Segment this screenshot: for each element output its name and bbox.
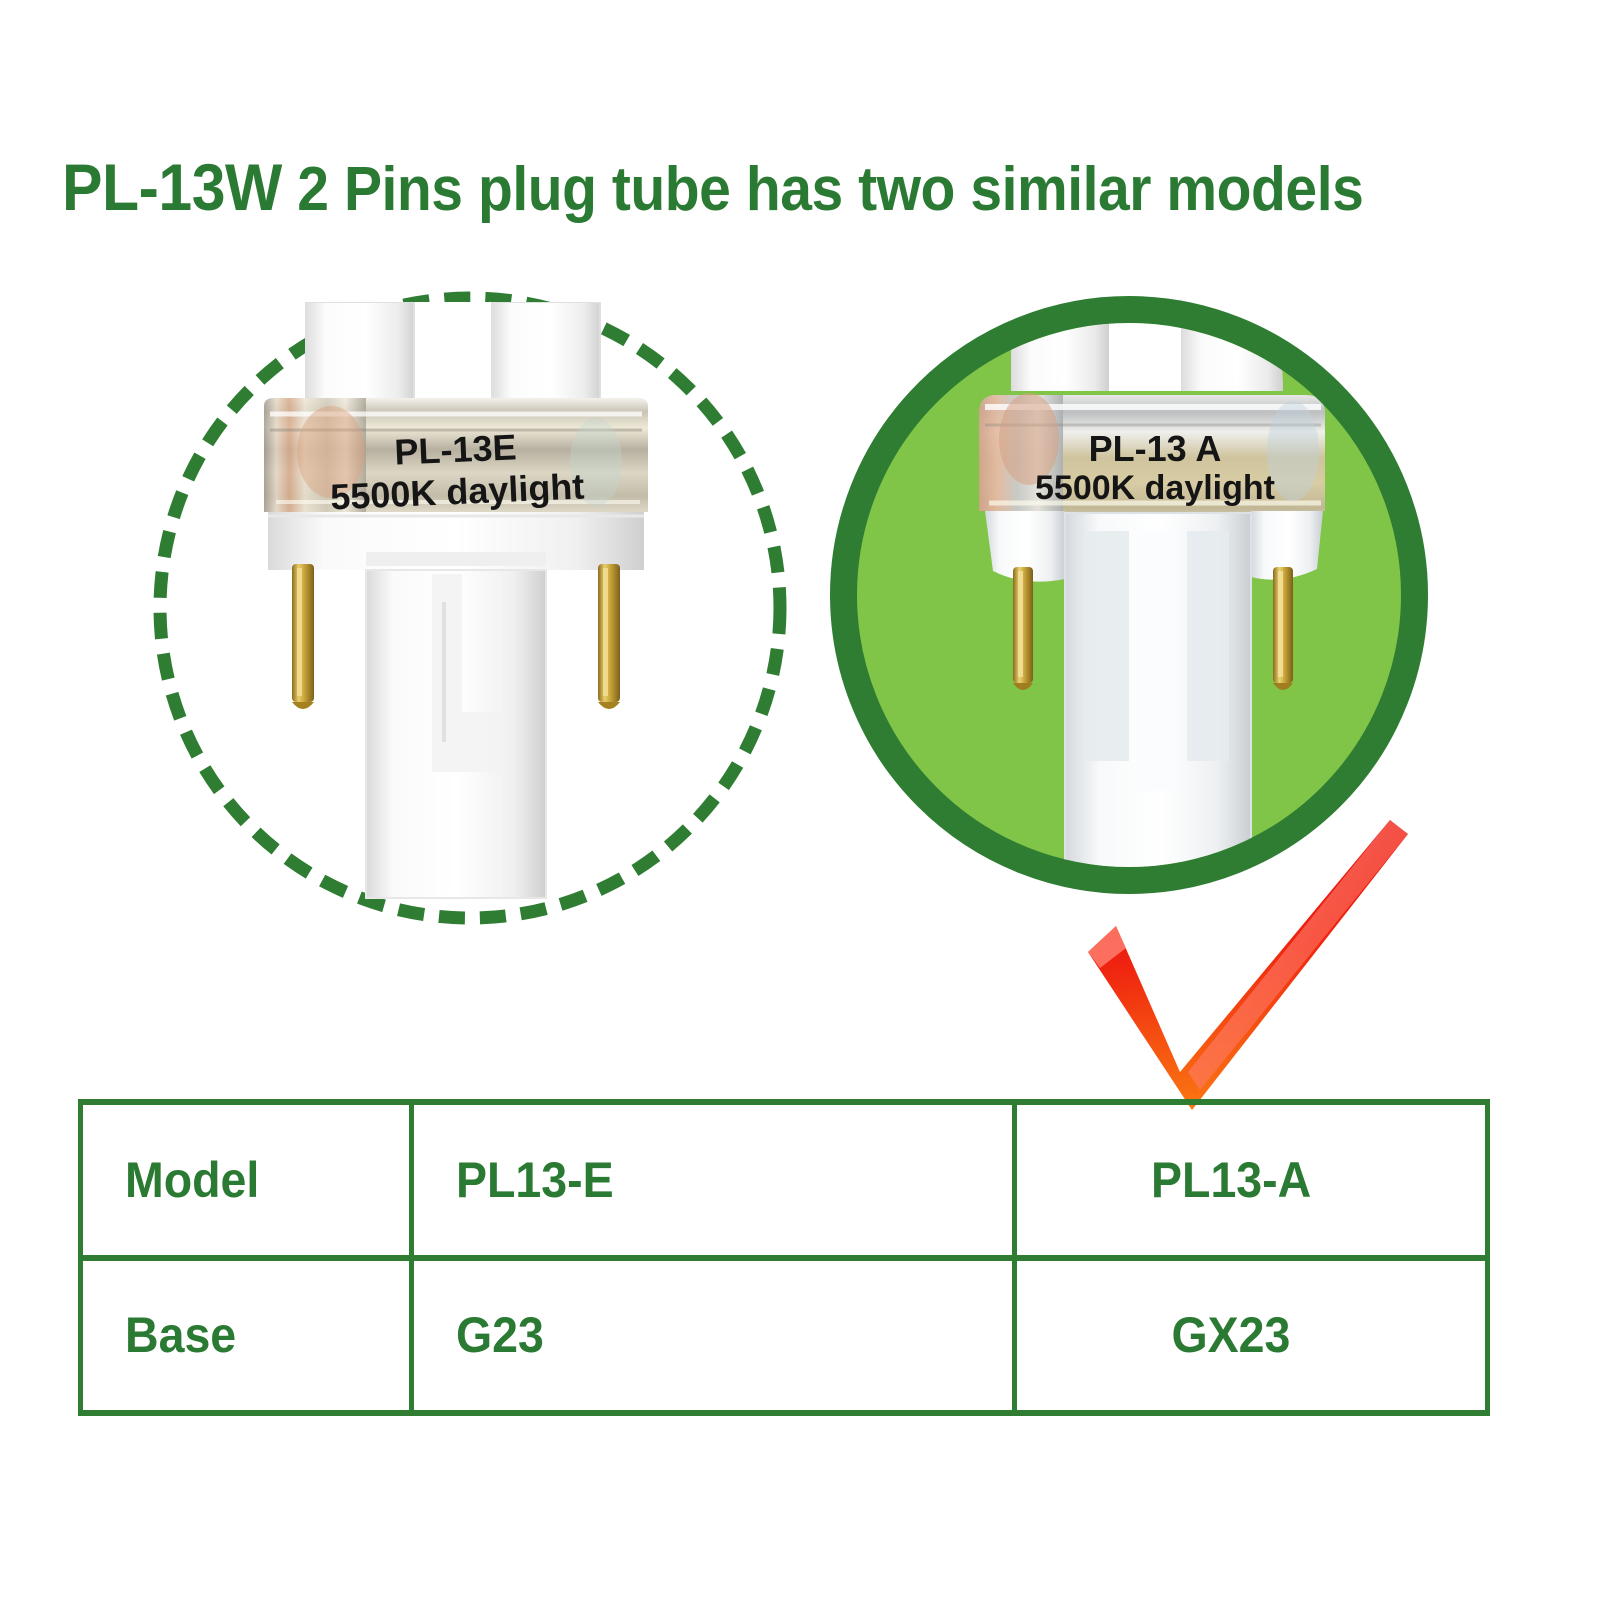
table-cell-row1-header: Base (78, 1254, 414, 1416)
table-cell-row1-left: G23 (409, 1254, 1017, 1416)
lamp-pl13e-g23: PL-13E 5500K daylight (246, 301, 696, 902)
recommended-checkmark-icon (1060, 800, 1420, 1120)
svg-text:PL-13E: PL-13E (394, 426, 518, 472)
svg-text:PL-13 A: PL-13 A (1089, 428, 1222, 469)
table-cell-row0-left: PL13-E (409, 1099, 1017, 1261)
checkmark-svg (1088, 820, 1408, 1110)
pin-left (1013, 567, 1033, 690)
lamp-pl13a-gx23: PL-13 A 5500K daylight (933, 323, 1383, 867)
spec-comparison-table: Model PL13-E PL13-A Base G23 GX23 (78, 1099, 1490, 1416)
left-option-dashed-circle (150, 288, 790, 928)
svg-text:5500K daylight: 5500K daylight (1035, 469, 1275, 507)
lamp-gx23-svg: PL-13 A 5500K daylight (979, 323, 1325, 867)
table-cell-row1-right: GX23 (1012, 1254, 1490, 1416)
pin-right (598, 564, 620, 709)
page-title-rest: 2 Pins plug tube has two similar models (281, 155, 1364, 224)
page-title-lead: PL-13W (62, 150, 282, 224)
table-cell-row0-right: PL13-A (1012, 1099, 1490, 1261)
page-title: PL-13W 2 Pins plug tube has two similar … (62, 144, 1424, 230)
table-row: Model PL13-E PL13-A (78, 1099, 1490, 1261)
pin-right (1273, 567, 1293, 690)
pin-left (292, 564, 314, 709)
dashed-circle-svg (153, 291, 787, 925)
table-row: Base G23 GX23 (78, 1254, 1490, 1416)
lamp-g23-svg: PL-13E 5500K daylight (264, 301, 648, 899)
table-cell-row0-header: Model (78, 1099, 414, 1261)
